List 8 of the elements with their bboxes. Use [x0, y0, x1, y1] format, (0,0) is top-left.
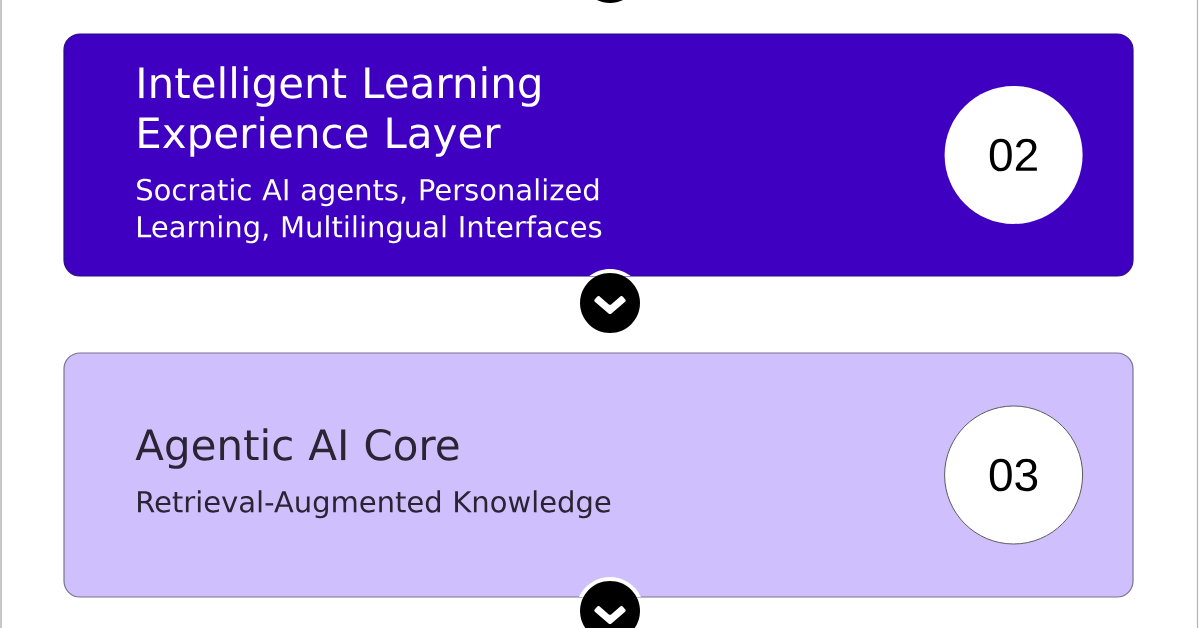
card-title: Intelligent Learning Experience Layer — [139, 66, 540, 157]
card-title: Agentic AI Core — [135, 428, 459, 469]
card-description: Retrieval-Augmented Knowledge — [138, 490, 611, 519]
chevron-arrow — [580, 581, 640, 628]
chevron-arrow — [580, 272, 640, 333]
layer-card — [63, 33, 1134, 277]
layer-card — [63, 352, 1134, 598]
card-description: Socratic AI agents, Personalized Learning, Multilingual Interfaces — [137, 178, 602, 244]
